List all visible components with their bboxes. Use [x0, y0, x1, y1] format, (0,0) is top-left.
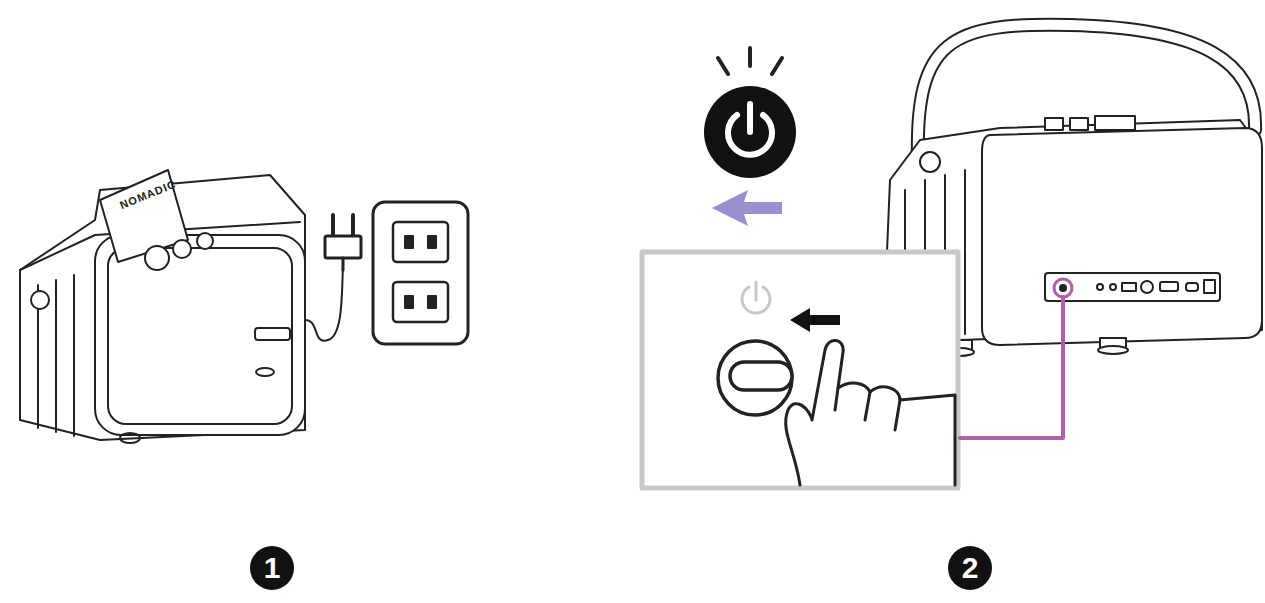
power-icon [704, 48, 796, 178]
inset-box [642, 252, 958, 488]
callout-number: 1 [250, 546, 294, 590]
wall-outlet [373, 202, 468, 344]
projector-left [20, 170, 343, 443]
callout-number: 2 [948, 546, 992, 590]
leader-line [960, 297, 1063, 438]
port-highlight [1054, 279, 1072, 297]
power-plug [325, 215, 361, 270]
direction-arrow [712, 190, 782, 226]
